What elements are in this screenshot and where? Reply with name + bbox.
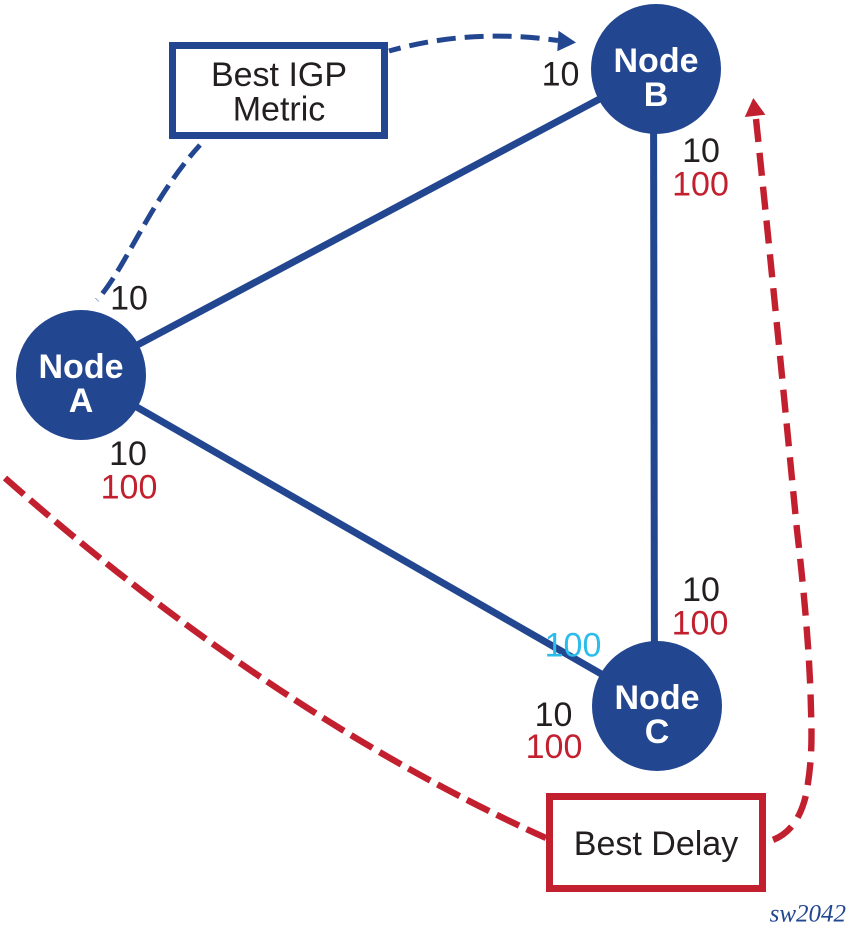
svg-text:sw2042: sw2042: [770, 901, 846, 928]
svg-text:100: 100: [545, 627, 602, 665]
svg-text:Node: Node: [39, 348, 124, 386]
svg-text:100: 100: [101, 469, 158, 507]
svg-text:10: 10: [542, 56, 580, 94]
svg-text:Node: Node: [615, 679, 700, 717]
svg-text:C: C: [645, 713, 670, 751]
svg-text:A: A: [69, 382, 94, 420]
svg-text:10: 10: [682, 132, 720, 170]
svg-text:100: 100: [672, 166, 729, 204]
svg-text:100: 100: [672, 605, 729, 643]
svg-text:Metric: Metric: [233, 91, 326, 129]
svg-text:10: 10: [682, 571, 720, 609]
svg-text:10: 10: [109, 435, 147, 473]
svg-text:10: 10: [535, 696, 573, 734]
svg-text:B: B: [644, 76, 669, 114]
svg-text:10: 10: [110, 280, 148, 318]
svg-text:100: 100: [526, 728, 583, 766]
svg-text:Best Delay: Best Delay: [574, 825, 738, 863]
svg-text:Node: Node: [614, 42, 699, 80]
svg-text:Best IGP: Best IGP: [211, 56, 347, 94]
